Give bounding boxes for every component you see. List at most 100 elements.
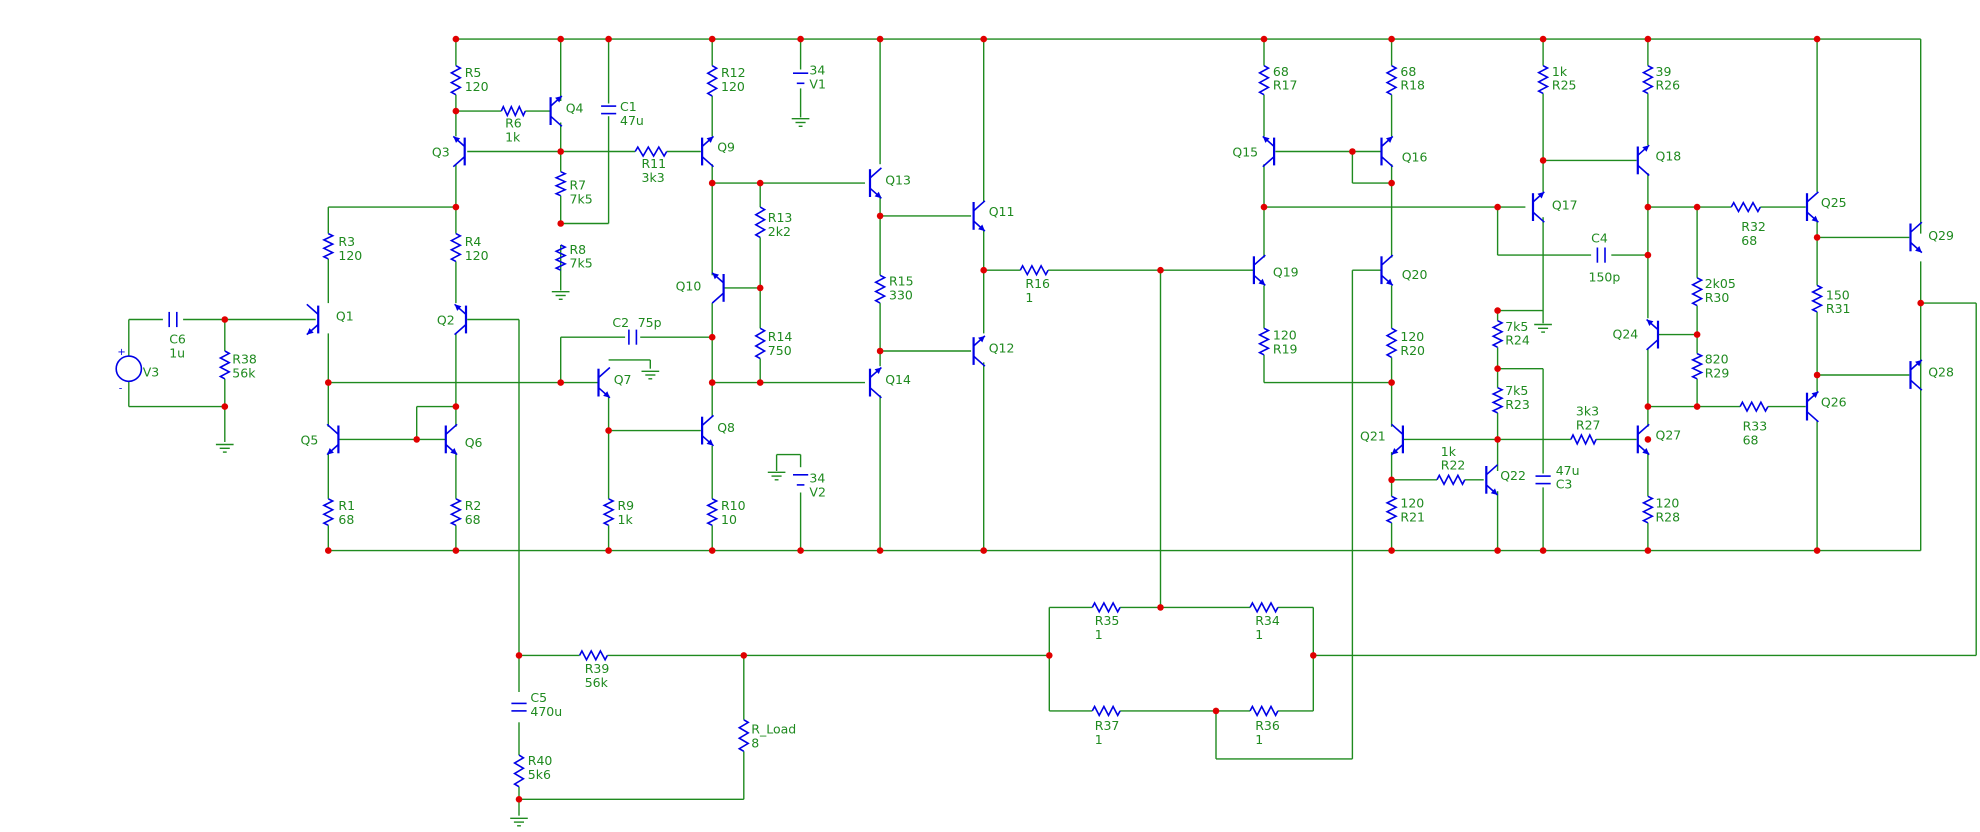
- resistor-value-r28: 120: [1656, 496, 1680, 511]
- resistor-value-r11: 3k3: [642, 170, 665, 185]
- ground-symbol: [791, 117, 810, 128]
- resistor-label-r39: R39: [585, 661, 610, 676]
- resistor-r5: [449, 64, 462, 96]
- junction-dot: [1644, 403, 1652, 410]
- junction-dot: [605, 35, 612, 43]
- resistor-label-r21: R21: [1400, 510, 1425, 525]
- junction-dot: [1157, 266, 1164, 274]
- transistor-label-q1: Q1: [336, 309, 354, 324]
- junction-dot: [1539, 157, 1547, 164]
- resistor-value-r27: 3k3: [1576, 403, 1599, 418]
- transistor-q29: [1909, 221, 1923, 254]
- transistor-label-q12: Q12: [989, 340, 1015, 355]
- transistor-q3: [452, 135, 466, 168]
- junction-dot: [756, 379, 764, 386]
- resistor-label-r23: R23: [1505, 397, 1530, 412]
- transistor-q8: [700, 414, 715, 447]
- resistor-label-r27: R27: [1576, 417, 1601, 432]
- junction-dot: [1260, 35, 1268, 43]
- transistor-label-q19: Q19: [1273, 265, 1299, 280]
- junction-dot: [980, 35, 987, 43]
- resistor-r-load: [737, 719, 750, 752]
- transistor-label-q25: Q25: [1821, 195, 1847, 210]
- transistor-q27: [1636, 423, 1650, 456]
- transistor-q21: [1391, 423, 1405, 456]
- resistor-r31: [1810, 284, 1824, 313]
- resistor-r6: [500, 104, 527, 118]
- resistor-value-r24: 7k5: [1505, 319, 1528, 334]
- junction-dot: [1693, 403, 1701, 410]
- resistor-value-r12: 120: [721, 79, 745, 94]
- components: +-: [115, 64, 1923, 827]
- resistor-value-r18: 68: [1400, 64, 1416, 79]
- transistor-label-q29: Q29: [1928, 228, 1954, 243]
- capacitor-c3: [1535, 475, 1551, 485]
- resistor-label-r20: R20: [1400, 343, 1425, 358]
- resistor-value-r31: 150: [1826, 287, 1850, 302]
- resistor-r30: [1690, 277, 1704, 307]
- junction-dot: [980, 266, 987, 274]
- junction-dot: [708, 179, 716, 187]
- resistor-value-r8: 7k5: [570, 256, 593, 271]
- resistor-r32: [1730, 201, 1762, 214]
- resistor-value-r35: 1: [1095, 627, 1103, 642]
- resistor-label-r32: R32: [1741, 219, 1766, 234]
- transistor-label-q5: Q5: [301, 433, 319, 448]
- capacitor-label-c6: C6: [169, 332, 186, 347]
- junction-dot: [515, 652, 523, 659]
- resistor-value-r2: 68: [465, 512, 481, 527]
- resistor-value-r17: 68: [1273, 64, 1289, 79]
- transistor-q1: [306, 303, 320, 336]
- transistor-q26: [1805, 390, 1819, 423]
- transistor-label-q18: Q18: [1656, 148, 1682, 163]
- transistor-q20: [1380, 254, 1394, 286]
- transistor-label-q7: Q7: [614, 372, 632, 387]
- capacitor-c6: [168, 311, 178, 328]
- source-value-v2: 34: [809, 470, 825, 485]
- resistor-label-r37: R37: [1095, 718, 1120, 733]
- resistor-label-r-load: R_Load: [751, 722, 796, 737]
- resistor-value-r38: 56k: [232, 366, 256, 381]
- resistor-label-r2: R2: [465, 498, 482, 513]
- transistor-q13: [868, 167, 882, 199]
- resistor-value-r23: 7k5: [1505, 383, 1528, 398]
- resistor-r10: [706, 498, 719, 527]
- junction-dot: [1644, 436, 1652, 443]
- resistor-label-r26: R26: [1656, 78, 1681, 93]
- source-label-v2: V2: [809, 484, 826, 499]
- resistor-value-r33: 68: [1743, 433, 1759, 448]
- voltage-source-v2: [793, 473, 809, 486]
- junction-dot: [1212, 707, 1220, 715]
- resistor-r40: [513, 754, 525, 788]
- transistor-label-q8: Q8: [717, 420, 735, 435]
- resistor-r2: [449, 498, 463, 527]
- junction-dot: [1813, 35, 1821, 43]
- resistor-value-r19: 120: [1273, 328, 1297, 343]
- resistor-label-r13: R13: [768, 210, 793, 225]
- transistor-label-q17: Q17: [1552, 198, 1578, 213]
- resistor-label-r17: R17: [1273, 78, 1298, 93]
- transistor-q12: [972, 335, 986, 367]
- transistor-label-q11: Q11: [989, 204, 1015, 219]
- junction-dot: [708, 547, 716, 554]
- transistor-label-q3: Q3: [432, 145, 450, 160]
- junction-dot: [1349, 148, 1356, 155]
- resistor-r29: [1690, 352, 1704, 380]
- junction-dot: [1157, 604, 1164, 611]
- junction-dot: [325, 547, 332, 554]
- junction-dot: [515, 796, 523, 803]
- junction-dot: [557, 35, 564, 43]
- transistor-label-q21: Q21: [1360, 429, 1386, 444]
- resistor-value-r10: 10: [721, 512, 737, 527]
- junction-dot: [452, 203, 460, 211]
- junction-dot: [708, 379, 716, 386]
- transistor-label-q15: Q15: [1232, 145, 1258, 160]
- junction-dot: [452, 547, 460, 554]
- resistor-r24: [1491, 319, 1504, 349]
- junction-dot: [1494, 203, 1501, 211]
- junction-dot: [756, 179, 764, 187]
- junction-dot: [1260, 203, 1268, 211]
- resistor-label-r12: R12: [721, 65, 746, 80]
- resistor-label-r16: R16: [1025, 276, 1050, 291]
